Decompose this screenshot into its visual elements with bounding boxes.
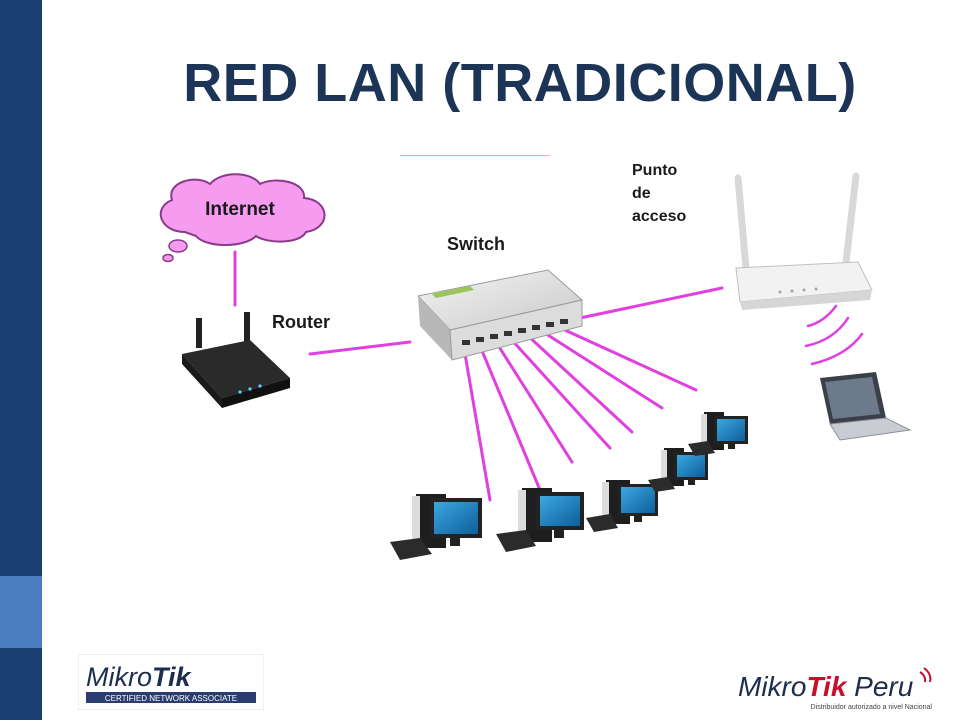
link-switch-pc-5 — [524, 332, 634, 434]
page-title: RED LAN (TRADICIONAL) — [183, 53, 857, 113]
access-point-label-line3: acceso — [632, 208, 686, 225]
logo-left-brand-a: Mikro — [86, 662, 152, 692]
logo-right-brand-b: Tik — [806, 671, 847, 702]
router-icon — [182, 312, 290, 408]
access-point-label-line1: Punto — [632, 162, 678, 179]
desktop-pc-icon — [688, 412, 748, 456]
mikrotik-certified-logo: MikroTik CERTIFIED NETWORK ASSOCIATE — [78, 654, 264, 710]
link-switch-pc-4 — [508, 336, 612, 450]
link-switch-access-point — [578, 286, 724, 320]
link-router-switch — [308, 340, 412, 356]
cloud-icon — [159, 173, 326, 263]
logo-right-brand-c: Peru — [846, 671, 913, 702]
link-switch-pc-2 — [478, 344, 542, 492]
link-switch-pc-3 — [494, 340, 574, 464]
wifi-waves-icon — [804, 304, 864, 366]
link-switch-pc-1 — [462, 346, 492, 502]
link-switch-pc-7 — [554, 324, 698, 392]
desktop-pc-icon — [586, 480, 658, 532]
laptop-icon — [820, 372, 912, 441]
sidebar-accent — [0, 576, 42, 648]
switch-icon — [417, 269, 584, 361]
logo-left-brand-b: Tik — [152, 662, 193, 692]
desktop-pc-icon — [496, 488, 584, 552]
mikrotik-peru-logo: MikroTik Peru Distribuidor autorizado a … — [738, 667, 933, 711]
svg-text:MikroTik: MikroTik — [86, 662, 193, 692]
link-switch-pc-6 — [538, 328, 664, 410]
logo-right-brand-a: Mikro — [738, 671, 806, 702]
internet-label: Internet — [205, 199, 275, 220]
router-label: Router — [272, 312, 330, 332]
svg-text:MikroTik Peru: MikroTik Peru — [738, 671, 914, 702]
network-links — [233, 250, 724, 502]
switch-label: Switch — [447, 234, 505, 254]
access-point-icon — [734, 172, 873, 310]
logo-left-caption: CERTIFIED NETWORK ASSOCIATE — [105, 694, 237, 703]
logo-right-caption: Distribuidor autorizado a nivel Nacional — [811, 704, 933, 711]
desktop-pc-icon — [648, 448, 708, 492]
desktop-pc-icon — [390, 494, 482, 560]
title-divider — [400, 155, 550, 156]
access-point-label-line2: de — [632, 185, 651, 202]
